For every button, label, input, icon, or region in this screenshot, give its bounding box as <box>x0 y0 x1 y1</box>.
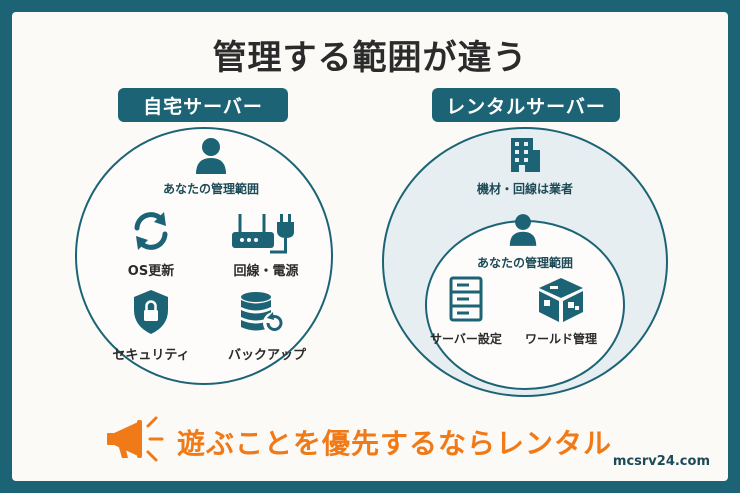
megaphone-icon <box>107 416 164 462</box>
site-url: mcsrv24.com <box>612 454 710 469</box>
home-scope-label: あなたの管理範囲 <box>162 182 259 196</box>
vendor-scope-label: 機材・回線は業者 <box>476 182 573 196</box>
shield-lock-icon <box>134 290 168 334</box>
page-title: 管理する範囲が違う <box>212 38 528 78</box>
infographic-card: 管理する範囲が違う 自宅サーバー レンタルサーバー あなたの管理範囲 OS更新 … <box>12 12 728 481</box>
router-plug-icon <box>232 214 294 254</box>
refresh-icon <box>134 212 168 250</box>
recommendation-banner: 遊ぶことを優先するならレンタル <box>177 427 613 460</box>
backup-label: バックアップ <box>227 348 306 363</box>
home-server-label: 自宅サーバー <box>118 88 288 122</box>
person-icon <box>509 214 537 246</box>
world-management-label: ワールド管理 <box>524 332 597 346</box>
cube-block-icon <box>539 278 583 322</box>
person-icon <box>196 138 226 174</box>
database-backup-icon <box>241 292 285 334</box>
os-update-label: OS更新 <box>127 264 175 279</box>
building-icon <box>511 138 540 172</box>
line-power-label: 回線・電源 <box>233 264 299 279</box>
rental-server-label: レンタルサーバー <box>432 88 620 122</box>
server-settings-label: サーバー設定 <box>430 332 502 346</box>
rental-user-scope-label: あなたの管理範囲 <box>476 256 573 270</box>
server-rack-icon <box>449 276 483 322</box>
security-label: セキュリティ <box>112 348 190 363</box>
